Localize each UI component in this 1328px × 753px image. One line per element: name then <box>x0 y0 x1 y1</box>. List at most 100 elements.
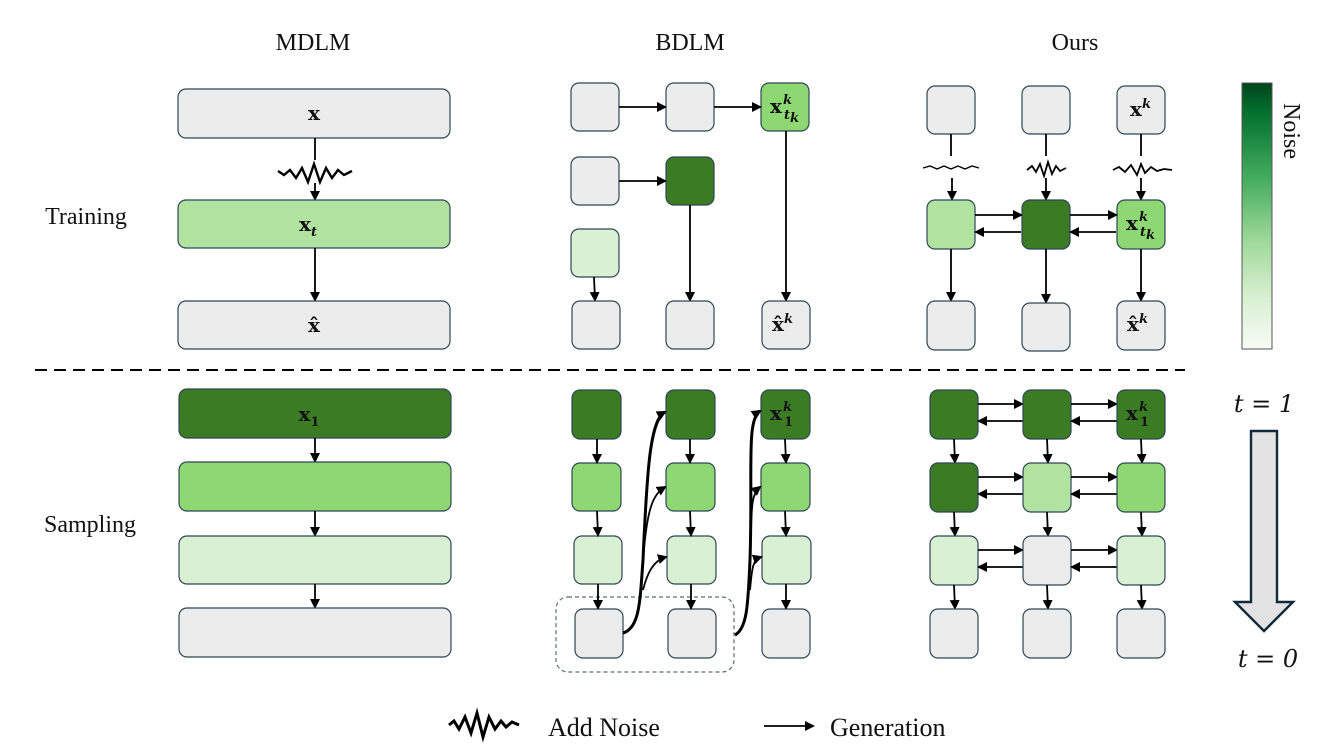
ours-train-block <box>926 199 976 250</box>
arrow-down-icon <box>1136 584 1147 610</box>
ours-sample-block <box>1022 389 1072 440</box>
ours-train-block <box>1021 199 1071 250</box>
bdlm-sample-block <box>571 462 622 512</box>
column-title-ours: Ours <box>1052 30 1099 56</box>
context-arrow-curve <box>749 485 762 561</box>
legend-label-generation: Generation <box>830 713 946 742</box>
mdlm-sample-box <box>178 461 452 512</box>
zigzag-noise-icon-small <box>922 165 980 170</box>
context-arrow-curve <box>749 554 763 591</box>
arrow-down-icon <box>949 438 960 464</box>
mdlm-sample-box <box>178 535 452 585</box>
mdlm-training: x xt x̂ <box>177 88 451 350</box>
arrow-down-icon <box>589 276 600 302</box>
bdlm-sample-block <box>571 389 622 440</box>
bdlm-sample-block <box>761 535 812 585</box>
label-x: x <box>308 101 321 125</box>
bdlm-sample-block <box>667 608 717 659</box>
label-x-hat: x̂ <box>308 313 321 337</box>
ours-train-block <box>926 85 976 135</box>
arrow-down-icon <box>685 510 696 537</box>
time-start-label: t = 1 <box>1234 390 1294 418</box>
row-title-training: Training <box>45 204 127 230</box>
label-x-hat-k: x̂k <box>1127 312 1148 336</box>
zigzag-noise-icon-large <box>1026 158 1067 180</box>
bdlm-sample-block <box>761 608 811 659</box>
bdlm-sample-block <box>573 535 623 585</box>
bdlm-train-block <box>665 156 715 206</box>
arrow-down-icon <box>949 584 960 610</box>
ours-train-block <box>1021 302 1071 352</box>
ours-sample-block <box>1116 535 1166 586</box>
bdlm-sample-block <box>665 462 716 512</box>
label-x-k: xk <box>1130 97 1151 121</box>
ours-train-block-xhatk <box>1116 300 1166 351</box>
mdlm-train-box-xhat <box>177 300 451 350</box>
bdlm-sample-block <box>574 608 624 659</box>
arrow-down-icon <box>1042 438 1053 464</box>
label-x1: x1 <box>299 402 320 430</box>
context-arrow-curve <box>642 485 667 561</box>
arrow-down-icon <box>1042 584 1053 610</box>
row-title-sampling: Sampling <box>44 512 136 538</box>
colorbar-label: Noise <box>1278 103 1304 159</box>
ours-train-block <box>926 300 976 351</box>
ours-sample-block <box>1022 535 1072 586</box>
column-title-bdlm: BDLM <box>655 30 724 56</box>
bdlm-train-block-xhatk <box>761 300 811 350</box>
ours-sample-block <box>1116 608 1166 659</box>
zigzag-noise-icon-medium <box>1112 161 1173 178</box>
arrow-down-icon <box>1136 511 1147 537</box>
mdlm-train-box-xt <box>177 199 451 249</box>
arrow-down-icon <box>949 511 960 537</box>
ours-sample-block <box>929 608 979 659</box>
arrow-down-icon <box>780 438 791 464</box>
ours-sample-block <box>929 535 979 586</box>
noise-gradient-bar <box>1241 82 1273 350</box>
label-x-t: xt <box>299 212 317 240</box>
ours-sample-block <box>929 462 979 513</box>
mdlm-train-box-x <box>177 88 451 139</box>
context-arrow-curve <box>734 409 762 637</box>
arrow-down-icon <box>780 510 791 537</box>
bdlm-train-block <box>665 82 715 132</box>
mdlm-sampling: x1 <box>178 388 452 658</box>
legend-label-add-noise: Add Noise <box>548 713 660 742</box>
legend: Add Noise Generation <box>448 707 946 743</box>
arrow-down-icon <box>1042 511 1053 537</box>
bdlm-sample-block <box>666 535 717 585</box>
column-title-mdlm: MDLM <box>276 30 351 56</box>
bdlm-train-block <box>570 156 620 206</box>
bdlm-train-block <box>571 300 621 350</box>
context-arrow-curve <box>642 554 668 591</box>
noise-colorbar: Noise <box>1241 82 1304 350</box>
arrow-down-icon <box>1136 438 1147 464</box>
ours-sample-block <box>1022 608 1072 659</box>
block-context-dashed-region <box>555 596 735 673</box>
ours-train-block <box>1021 85 1071 135</box>
label-x-hat-k: x̂k <box>772 312 793 336</box>
time-arrow: t = 1 t = 0 <box>1232 390 1298 673</box>
mdlm-sample-box-x1 <box>178 388 452 439</box>
bdlm-train-block <box>570 228 620 278</box>
arrow-down-large-icon <box>1232 429 1296 633</box>
ours-sample-block <box>929 389 979 440</box>
zigzag-noise-icon <box>448 707 520 743</box>
ours-sample-block <box>1022 462 1072 513</box>
arrow-down-icon <box>592 510 603 537</box>
time-end-label: t = 0 <box>1238 645 1298 673</box>
zigzag-noise-icon <box>277 160 353 186</box>
ours-sample-block <box>1116 462 1166 513</box>
bdlm-sample-block <box>760 462 811 512</box>
context-arrow-curve <box>622 410 667 635</box>
bdlm-sample-block <box>665 389 716 440</box>
